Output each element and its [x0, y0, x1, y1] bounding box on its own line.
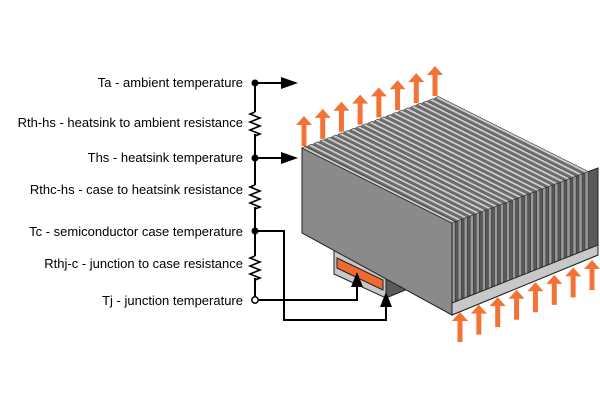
heatsink-fin-gap: [407, 107, 561, 183]
airflow-arrow-top: [333, 101, 350, 132]
heatsink-fin-side: [506, 200, 510, 286]
device-die: [336, 257, 384, 291]
heatsink-fin-side: [463, 216, 468, 301]
heatsink-fin-gap: [371, 120, 525, 197]
airflow-arrow-top: [352, 94, 369, 125]
heatsink-fin-gap: [383, 116, 537, 192]
airflow-arrows: [296, 66, 600, 342]
heatsink-fin-gap: [377, 118, 531, 195]
node-ta-icon: [251, 79, 259, 87]
heatsink-fin-gap: [414, 104, 567, 181]
heatsink-fin-side: [584, 171, 589, 256]
heatsink-fin-gap: [395, 111, 549, 188]
arrow-ta-icon: [281, 77, 298, 89]
heatsink-fin-side: [469, 214, 474, 299]
airflow-arrow-top: [408, 73, 425, 104]
arrow-tj-probe-icon: [351, 272, 363, 287]
airflow-arrow-bottom: [546, 274, 563, 305]
airflow-arrow-top: [427, 66, 443, 96]
heatsink-fin-gap: [305, 145, 459, 222]
heatsink-fin-gap: [389, 113, 543, 190]
heatsink-fin-gap: [347, 129, 501, 206]
airflow-arrow-bottom: [470, 304, 487, 335]
resistor-rthc-hs-icon: [247, 184, 263, 210]
airflow-arrow-top: [314, 108, 331, 139]
heatsink-fin-side: [457, 218, 462, 304]
heatsink-fin-gap: [329, 136, 483, 213]
arrow-tc-probe-icon: [380, 292, 392, 307]
label-tc: Tc - semiconductor case temperature: [29, 224, 243, 239]
label-ta: Ta - ambient temperature: [98, 75, 243, 90]
airflow-arrow-top: [370, 87, 387, 118]
node-ths-icon: [251, 154, 259, 162]
heatsink-fin-side: [524, 193, 529, 279]
resistor-rth-hs-icon: [247, 111, 263, 137]
wire-tj-probe: [259, 286, 358, 301]
heatsink-fin-gap: [341, 132, 495, 208]
airflow-arrow-bottom: [489, 297, 506, 328]
heatsink-fin-side: [494, 205, 498, 290]
heatsink-fin-side: [487, 207, 492, 292]
heatsink-fin-side: [481, 209, 486, 295]
resistor-rthj-c-icon: [247, 255, 263, 281]
label-rthc-hs: Rthc-hs - case to heatsink resistance: [30, 182, 243, 197]
arrow-ths-icon: [281, 152, 298, 164]
wire-tc-probe: [255, 230, 387, 321]
heatsink-fin-gap: [426, 100, 579, 177]
airflow-arrow-bottom: [527, 282, 544, 313]
heatsink-front-fin-top: [301, 146, 456, 224]
airflow-arrow-top: [296, 116, 312, 146]
heatsink-fin-gap: [353, 127, 507, 204]
heatsink-fin-gap: [432, 98, 585, 174]
heatsink-fin-gap: [323, 138, 477, 215]
heatsink-fin-gap: [359, 125, 513, 202]
labels: Ta - ambient temperature Rth-hs - heatsi…: [18, 75, 243, 308]
label-rthj-c: Rthj-c - junction to case resistance: [44, 256, 243, 271]
node-tj-icon: [251, 296, 259, 304]
circuit-markers: [251, 77, 392, 307]
heatsink-fin-side: [542, 186, 547, 272]
label-rth-hs: Rth-hs - heatsink to ambient resistance: [18, 115, 243, 130]
airflow-arrow-bottom: [565, 267, 582, 298]
heatsink-fin-gap: [335, 134, 489, 211]
thermal-circuit: [247, 82, 387, 321]
heatsink-fin-side: [500, 202, 504, 288]
heatsink-fin-side: [554, 182, 559, 267]
heatsink-fin-side: [536, 189, 541, 274]
heatsink-fin-gap: [420, 102, 573, 179]
heatsink-fin-side: [530, 191, 535, 276]
airflow-arrow-top: [389, 80, 406, 111]
heatsink-fin-side: [512, 198, 516, 283]
heatsink-fin-side: [475, 211, 480, 297]
heatsink-fin-side: [560, 180, 565, 265]
heatsink-fin-side: [518, 196, 523, 281]
heatsink: [301, 96, 599, 316]
heatsink-fin-side: [578, 173, 583, 258]
heatsink-fin-side: [572, 175, 577, 261]
heatsink-fin-gap: [317, 141, 471, 217]
heatsink-fin-gap: [401, 109, 555, 186]
heatsink-fin-side: [548, 184, 553, 270]
label-tj: Tj - junction temperature: [102, 293, 243, 308]
heatsink-fin-side: [566, 177, 571, 263]
node-tc-icon: [251, 227, 259, 235]
airflow-arrow-bottom: [508, 289, 525, 320]
heatsink-fin-gap: [365, 123, 519, 199]
airflow-arrow-bottom: [452, 312, 468, 342]
heatsink-fin-gap: [311, 143, 465, 220]
label-ths: Ths - heatsink temperature: [88, 150, 243, 165]
airflow-arrow-bottom: [584, 260, 600, 290]
